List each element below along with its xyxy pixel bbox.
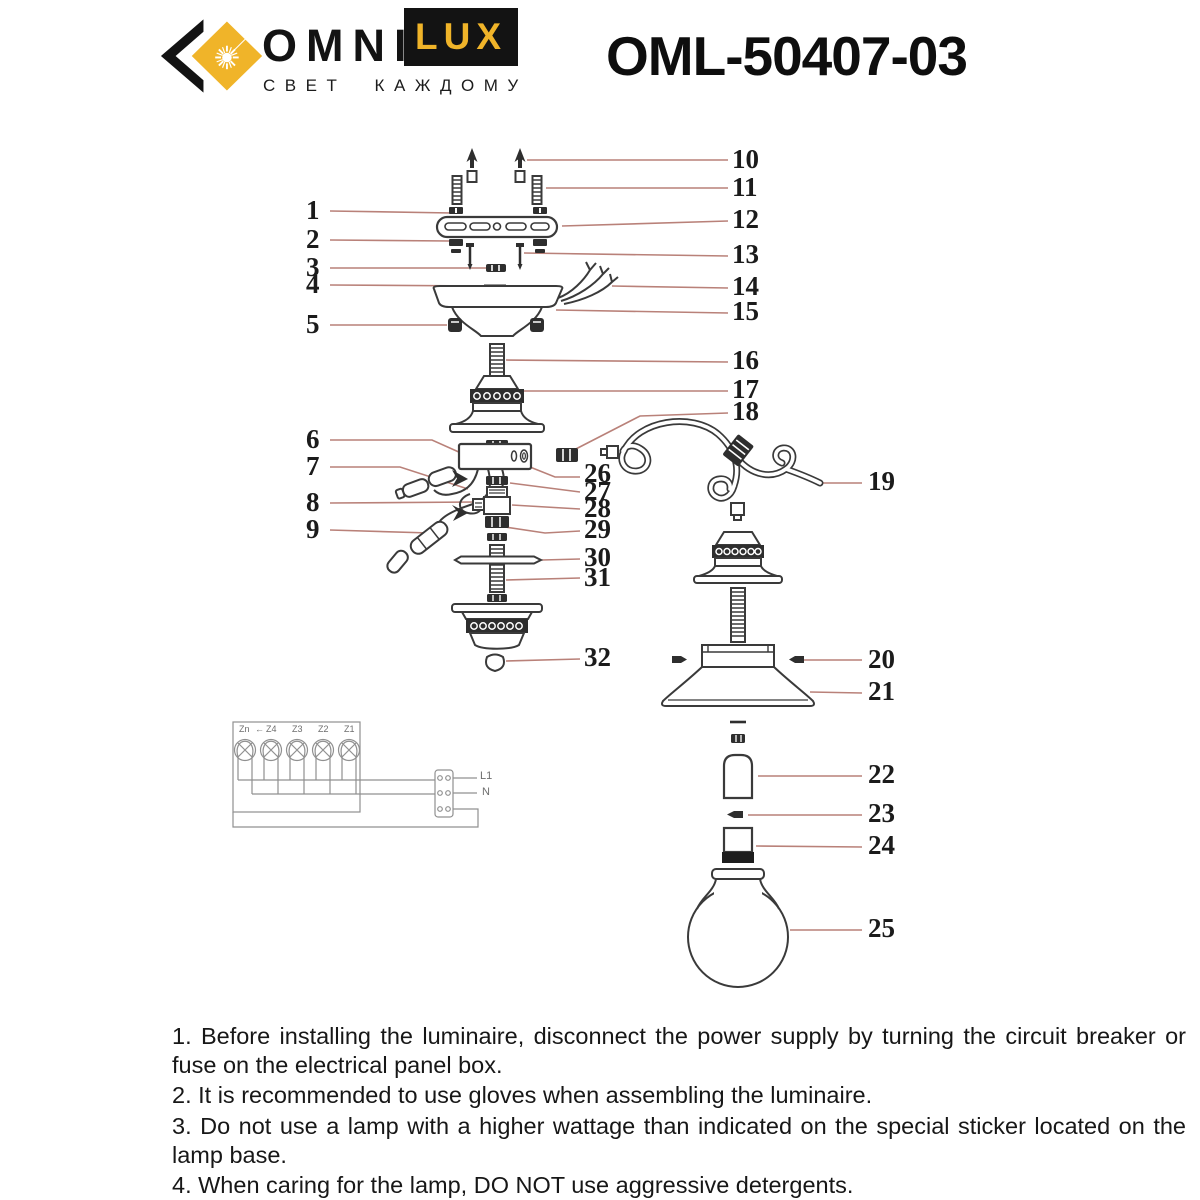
lamp-socket xyxy=(722,826,754,863)
part-label-3: 3 xyxy=(306,252,320,282)
brand-name-secondary: LUX xyxy=(415,16,507,57)
wire-connector-small xyxy=(486,264,506,272)
terminal-block xyxy=(434,769,454,818)
glass-globe xyxy=(687,868,789,988)
part-label-7: 7 xyxy=(306,451,320,481)
instruction-item: 1. Before installing the luminaire, disc… xyxy=(172,1023,1186,1078)
part-label-10: 10 xyxy=(732,144,759,174)
part-label-25: 25 xyxy=(868,913,895,943)
part-label-24: 24 xyxy=(868,830,895,860)
model-number-title: OML-50407-03 xyxy=(606,25,968,87)
part-label-29: 29 xyxy=(584,514,611,544)
leader-lines xyxy=(329,159,863,931)
part-label-14: 14 xyxy=(732,271,759,301)
lamp-symbols xyxy=(233,738,361,762)
neutral-line-label: N xyxy=(482,786,490,798)
part-label-5: 5 xyxy=(306,309,320,339)
part-label-20: 20 xyxy=(868,644,895,674)
part-label-12: 12 xyxy=(732,204,759,234)
part-label-1: 1 xyxy=(306,195,320,225)
lamp-label: Z1 xyxy=(344,724,355,734)
part-label-32: 32 xyxy=(584,642,611,672)
decorative-collar-right xyxy=(693,531,783,584)
threaded-nipple xyxy=(486,476,508,485)
mounting-bar xyxy=(435,215,559,239)
part-label-11: 11 xyxy=(732,172,758,202)
part-label-21: 21 xyxy=(868,676,895,706)
anchor-sleeves xyxy=(466,170,526,183)
shade-set-screws xyxy=(672,656,804,663)
knurled-nut-lower xyxy=(487,594,507,602)
part-label-16: 16 xyxy=(732,345,759,375)
brand-lux-box: LUX xyxy=(404,8,518,66)
decorative-collar-inverted xyxy=(451,603,543,650)
safety-instructions: 1. Before installing the luminaire, disc… xyxy=(172,1022,1186,1200)
lamp-label: Z2 xyxy=(318,724,329,734)
terminal-nut-18 xyxy=(556,448,578,462)
logo-bracket-shape xyxy=(160,19,204,93)
wire-clips xyxy=(452,470,468,521)
mounting-screws xyxy=(466,243,524,270)
part-label-15: 15 xyxy=(732,296,759,326)
decorative-collar-upper xyxy=(449,375,545,433)
ceiling-anchors xyxy=(466,148,526,168)
part-label-17: 17 xyxy=(732,374,759,404)
part-label-4: 4 xyxy=(306,269,320,299)
instruction-item: 4. When caring for the lamp, DO NOT use … xyxy=(172,1172,854,1199)
part-label-13: 13 xyxy=(732,239,759,269)
part-label-8: 8 xyxy=(306,487,320,517)
part-label-27: 27 xyxy=(584,476,611,506)
part-label-9: 9 xyxy=(306,514,320,544)
part-label-31: 31 xyxy=(584,562,611,592)
canopy xyxy=(432,285,564,337)
twist-connectors xyxy=(386,466,457,574)
bar-nuts-top xyxy=(449,207,547,214)
small-nut-right xyxy=(731,734,745,743)
part-label-28: 28 xyxy=(584,493,611,523)
part-label-18: 18 xyxy=(732,396,759,426)
part-label-6: 6 xyxy=(306,424,320,454)
instruction-item: 2. It is recommended to use gloves when … xyxy=(172,1082,873,1109)
part-label-26: 26 xyxy=(584,458,611,488)
socket-screw xyxy=(727,811,743,818)
threaded-rod-right xyxy=(730,587,746,643)
lamp-label: Z4 xyxy=(266,724,277,734)
part-label-30: 30 xyxy=(584,542,611,572)
socket-cover xyxy=(722,753,754,800)
junction-box xyxy=(457,442,533,471)
supply-wires xyxy=(557,261,619,305)
shade-holder xyxy=(661,644,815,707)
socket-tee xyxy=(472,486,511,515)
omnilux-logo-icon xyxy=(160,19,263,93)
arm-wrap-band xyxy=(723,434,754,466)
brand-tagline: СВЕТ КАЖДОМУ xyxy=(263,76,528,95)
arrow-label: ← xyxy=(255,724,264,734)
finial-cap xyxy=(485,653,505,673)
canopy-side-caps xyxy=(448,318,544,332)
live-line-label: L1 xyxy=(480,770,493,782)
instruction-item: 3. Do not use a lamp with a higher watta… xyxy=(172,1112,1186,1168)
part-label-2: 2 xyxy=(306,224,320,254)
lamp-label: Z3 xyxy=(292,724,303,734)
sunburst-icon xyxy=(215,35,250,70)
cross-washer xyxy=(453,555,544,565)
part-label-22: 22 xyxy=(868,759,895,789)
threaded-rod-lower xyxy=(489,544,505,593)
wiring-schematic xyxy=(232,721,479,828)
part-label-19: 19 xyxy=(868,466,895,496)
threaded-studs xyxy=(451,175,543,205)
brand-name-primary: OMNI xyxy=(262,20,416,71)
hex-nut-dark xyxy=(485,516,509,541)
bar-nuts-bottom xyxy=(449,239,547,253)
scroll-arm xyxy=(600,418,824,521)
lamp-label: Zn xyxy=(239,724,250,734)
part-label-23: 23 xyxy=(868,798,895,828)
